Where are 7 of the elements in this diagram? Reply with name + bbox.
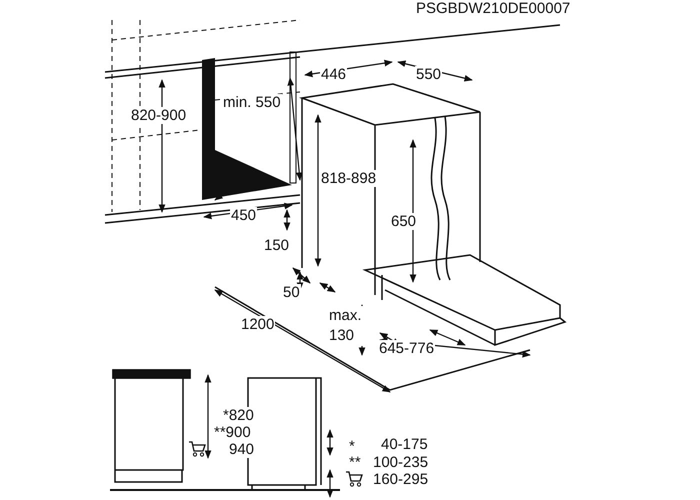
dimension-label: max. 130 bbox=[328, 306, 366, 346]
dimension-label: 650 bbox=[390, 213, 418, 230]
dimension-label: 818-898 bbox=[320, 170, 378, 187]
dimension-label: 820-900 bbox=[130, 107, 188, 124]
dimension-label: *820 bbox=[222, 407, 255, 424]
dimension-label: 940 bbox=[228, 441, 256, 458]
dimension-label: **900 bbox=[213, 424, 252, 441]
